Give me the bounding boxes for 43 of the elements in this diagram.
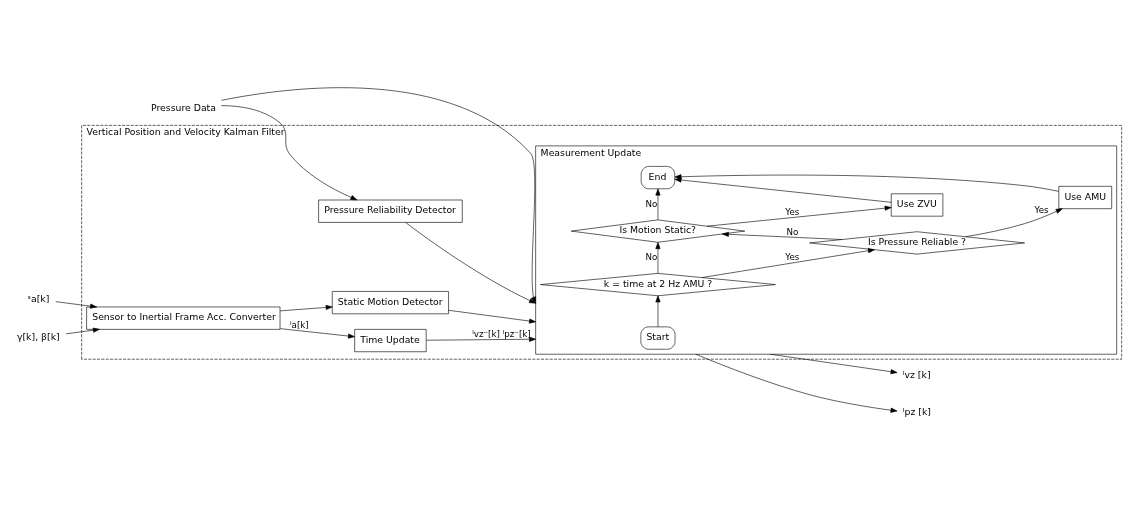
node-diamond: Is Motion Static? [570, 219, 746, 243]
arrow [655, 242, 661, 274]
node-box: End [640, 166, 676, 190]
arrow [655, 295, 661, 328]
arrow [770, 353, 898, 375]
arrow [405, 222, 536, 304]
node-box: Sensor to Inertial Frame Acc. Converter [86, 306, 281, 330]
arrow [965, 208, 1063, 237]
node-text: ᴵvz [k] [902, 368, 931, 380]
arrow [426, 336, 536, 342]
arrow [722, 231, 843, 240]
arrow [706, 205, 892, 227]
arrow [655, 188, 661, 221]
arrow [674, 177, 892, 203]
node-box: Use AMU [1058, 186, 1112, 209]
arrow [279, 304, 333, 312]
edge-label: Yes [785, 207, 800, 218]
node-text: Pressure Data [150, 102, 216, 114]
arrow [279, 328, 355, 339]
node-box: Start [640, 326, 676, 350]
arrow [221, 87, 536, 304]
node-box: Pressure Reliability Detector [318, 199, 463, 223]
arrow [221, 105, 358, 201]
edge-label: ᴵvz⁻[k] ᴵpz⁻[k] [472, 328, 531, 339]
node-box: Static Motion Detector [331, 291, 449, 315]
node-text: ˢa[k] [27, 292, 50, 304]
edge-label: Yes [785, 252, 800, 263]
edge-label: Yes [1034, 205, 1049, 216]
edge-label: ᴵa[k] [289, 320, 309, 331]
edge-label: No [786, 226, 799, 237]
edge-label: No [645, 198, 658, 209]
node-box: Use ZVU [890, 193, 944, 217]
node-box: Time Update [354, 329, 427, 353]
arrow [674, 174, 1060, 192]
node-diamond: k = time at 2 Hz AMU ? [540, 273, 776, 297]
node-text: γ[k], β[k] [16, 330, 60, 342]
arrow [65, 327, 100, 335]
arrow [448, 310, 536, 324]
arrow [701, 248, 875, 278]
node-text: ᴵpz [k] [902, 406, 931, 418]
edge-label: No [645, 252, 658, 263]
arrow [695, 353, 898, 413]
arrow [55, 301, 97, 309]
